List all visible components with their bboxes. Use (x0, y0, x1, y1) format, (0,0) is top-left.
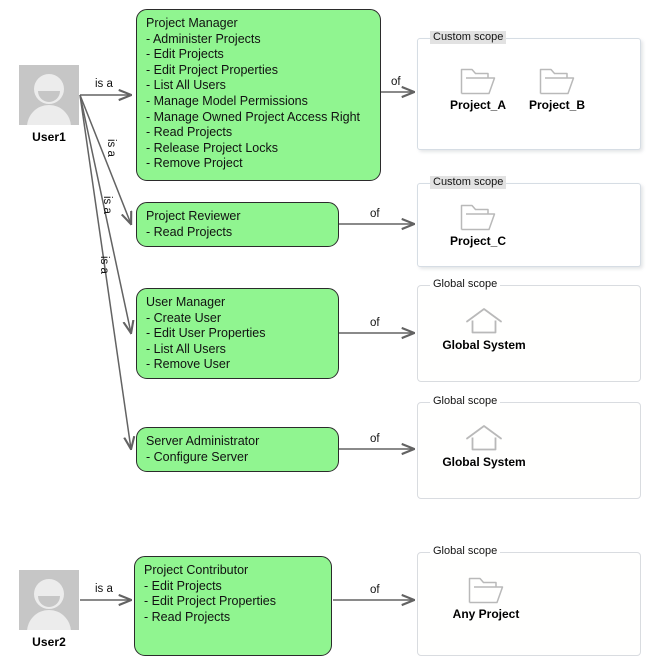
scope-panel-project-contributor[interactable]: Global scope Any Project (417, 545, 641, 656)
user-node-user1[interactable]: User1 (19, 65, 79, 144)
scope-panel-server-administrator[interactable]: Global scope Global System (417, 395, 641, 499)
avatar-body-icon (27, 105, 71, 125)
scope-item-project-c[interactable]: Project_C (438, 202, 518, 248)
role-permission: - Configure Server (146, 449, 249, 464)
avatar-mouth-icon (38, 596, 60, 607)
edge-label-of: of (370, 584, 380, 596)
avatar (19, 570, 79, 630)
edge-label-is-a: is a (101, 196, 113, 214)
edge-label-of: of (370, 208, 380, 220)
scope-item-global-system[interactable]: Global System (436, 423, 532, 469)
role-permission: - Remove Project (146, 156, 243, 171)
scope-panel-project-reviewer[interactable]: Custom scope Project_C (417, 176, 641, 267)
scope-panel-project-manager[interactable]: Custom scope Project_A Project_B (417, 31, 641, 150)
role-box-project-contributor[interactable]: Project Contributor - Edit Projects - Ed… (134, 556, 332, 656)
role-box-user-manager[interactable]: User Manager - Create User - Edit User P… (136, 288, 339, 379)
scope-item-global-system[interactable]: Global System (436, 306, 532, 352)
scope-label: Global scope (430, 545, 501, 558)
role-box-project-reviewer[interactable]: Project Reviewer - Read Projects (136, 202, 339, 247)
role-permission: - Release Project Locks (146, 140, 279, 155)
folder-icon (460, 204, 496, 231)
role-permission: - Read Projects (144, 609, 231, 624)
edge-label-is-a: is a (105, 139, 117, 157)
avatar-mouth-icon (38, 91, 60, 102)
role-permission: - Create User (146, 310, 222, 325)
scope-item-any-project[interactable]: Any Project (440, 575, 532, 621)
scope-item-label: Project_C (449, 234, 507, 248)
scope-label: Custom scope (430, 31, 507, 44)
edge-label-is-a: is a (95, 583, 113, 595)
role-box-project-manager[interactable]: Project Manager - Administer Projects - … (136, 9, 381, 181)
user-label: User2 (32, 635, 66, 649)
scope-label: Custom scope (430, 176, 507, 189)
role-permission: - Read Projects (146, 125, 233, 140)
avatar-body-icon (27, 610, 71, 630)
scope-label: Global scope (430, 395, 501, 408)
scope-item-project-a[interactable]: Project_A (438, 66, 518, 112)
edge-label-is-a: is a (95, 78, 113, 90)
edge-label-of: of (370, 317, 380, 329)
home-icon (466, 308, 502, 334)
folder-icon (468, 577, 504, 604)
scope-item-project-b[interactable]: Project_B (517, 66, 597, 112)
role-permission: - Edit User Properties (146, 326, 266, 341)
role-title: Server Administrator (146, 434, 260, 448)
role-title: Project Contributor (144, 563, 249, 577)
scope-item-label: Any Project (452, 607, 520, 621)
scope-panel-user-manager[interactable]: Global scope Global System (417, 278, 641, 382)
role-title: User Manager (146, 295, 226, 309)
role-permission: - Edit Project Properties (144, 594, 276, 609)
scope-item-label: Global System (442, 455, 526, 469)
folder-icon (539, 68, 575, 95)
role-permission: - Read Projects (146, 224, 233, 239)
role-permission: - Remove User (146, 357, 231, 372)
role-permission: - Edit Project Properties (146, 62, 278, 77)
scope-item-label: Project_A (449, 98, 507, 112)
role-title: Project Manager (146, 16, 238, 30)
user-label: User1 (32, 130, 66, 144)
edge-label-of: of (391, 76, 401, 88)
scope-item-label: Project_B (528, 98, 586, 112)
role-permission: - Edit Projects (146, 47, 224, 62)
role-permission: - List All Users (146, 78, 226, 93)
home-icon (466, 425, 502, 451)
user-node-user2[interactable]: User2 (19, 570, 79, 649)
role-permission: - List All Users (146, 341, 226, 356)
edge-label-is-a: is a (98, 256, 110, 274)
folder-icon (460, 68, 496, 95)
role-permission: - Manage Owned Project Access Right (146, 109, 360, 124)
role-permission: - Administer Projects (146, 31, 261, 46)
edge-label-of: of (370, 433, 380, 445)
role-permission: - Edit Projects (144, 578, 222, 593)
edge-user1-user-manager (79, 94, 131, 333)
role-title: Project Reviewer (146, 209, 241, 223)
role-box-server-administrator[interactable]: Server Administrator - Configure Server (136, 427, 339, 472)
scope-label: Global scope (430, 278, 501, 291)
role-permission: - Manage Model Permissions (146, 93, 308, 108)
avatar (19, 65, 79, 125)
scope-item-label: Global System (442, 338, 526, 352)
